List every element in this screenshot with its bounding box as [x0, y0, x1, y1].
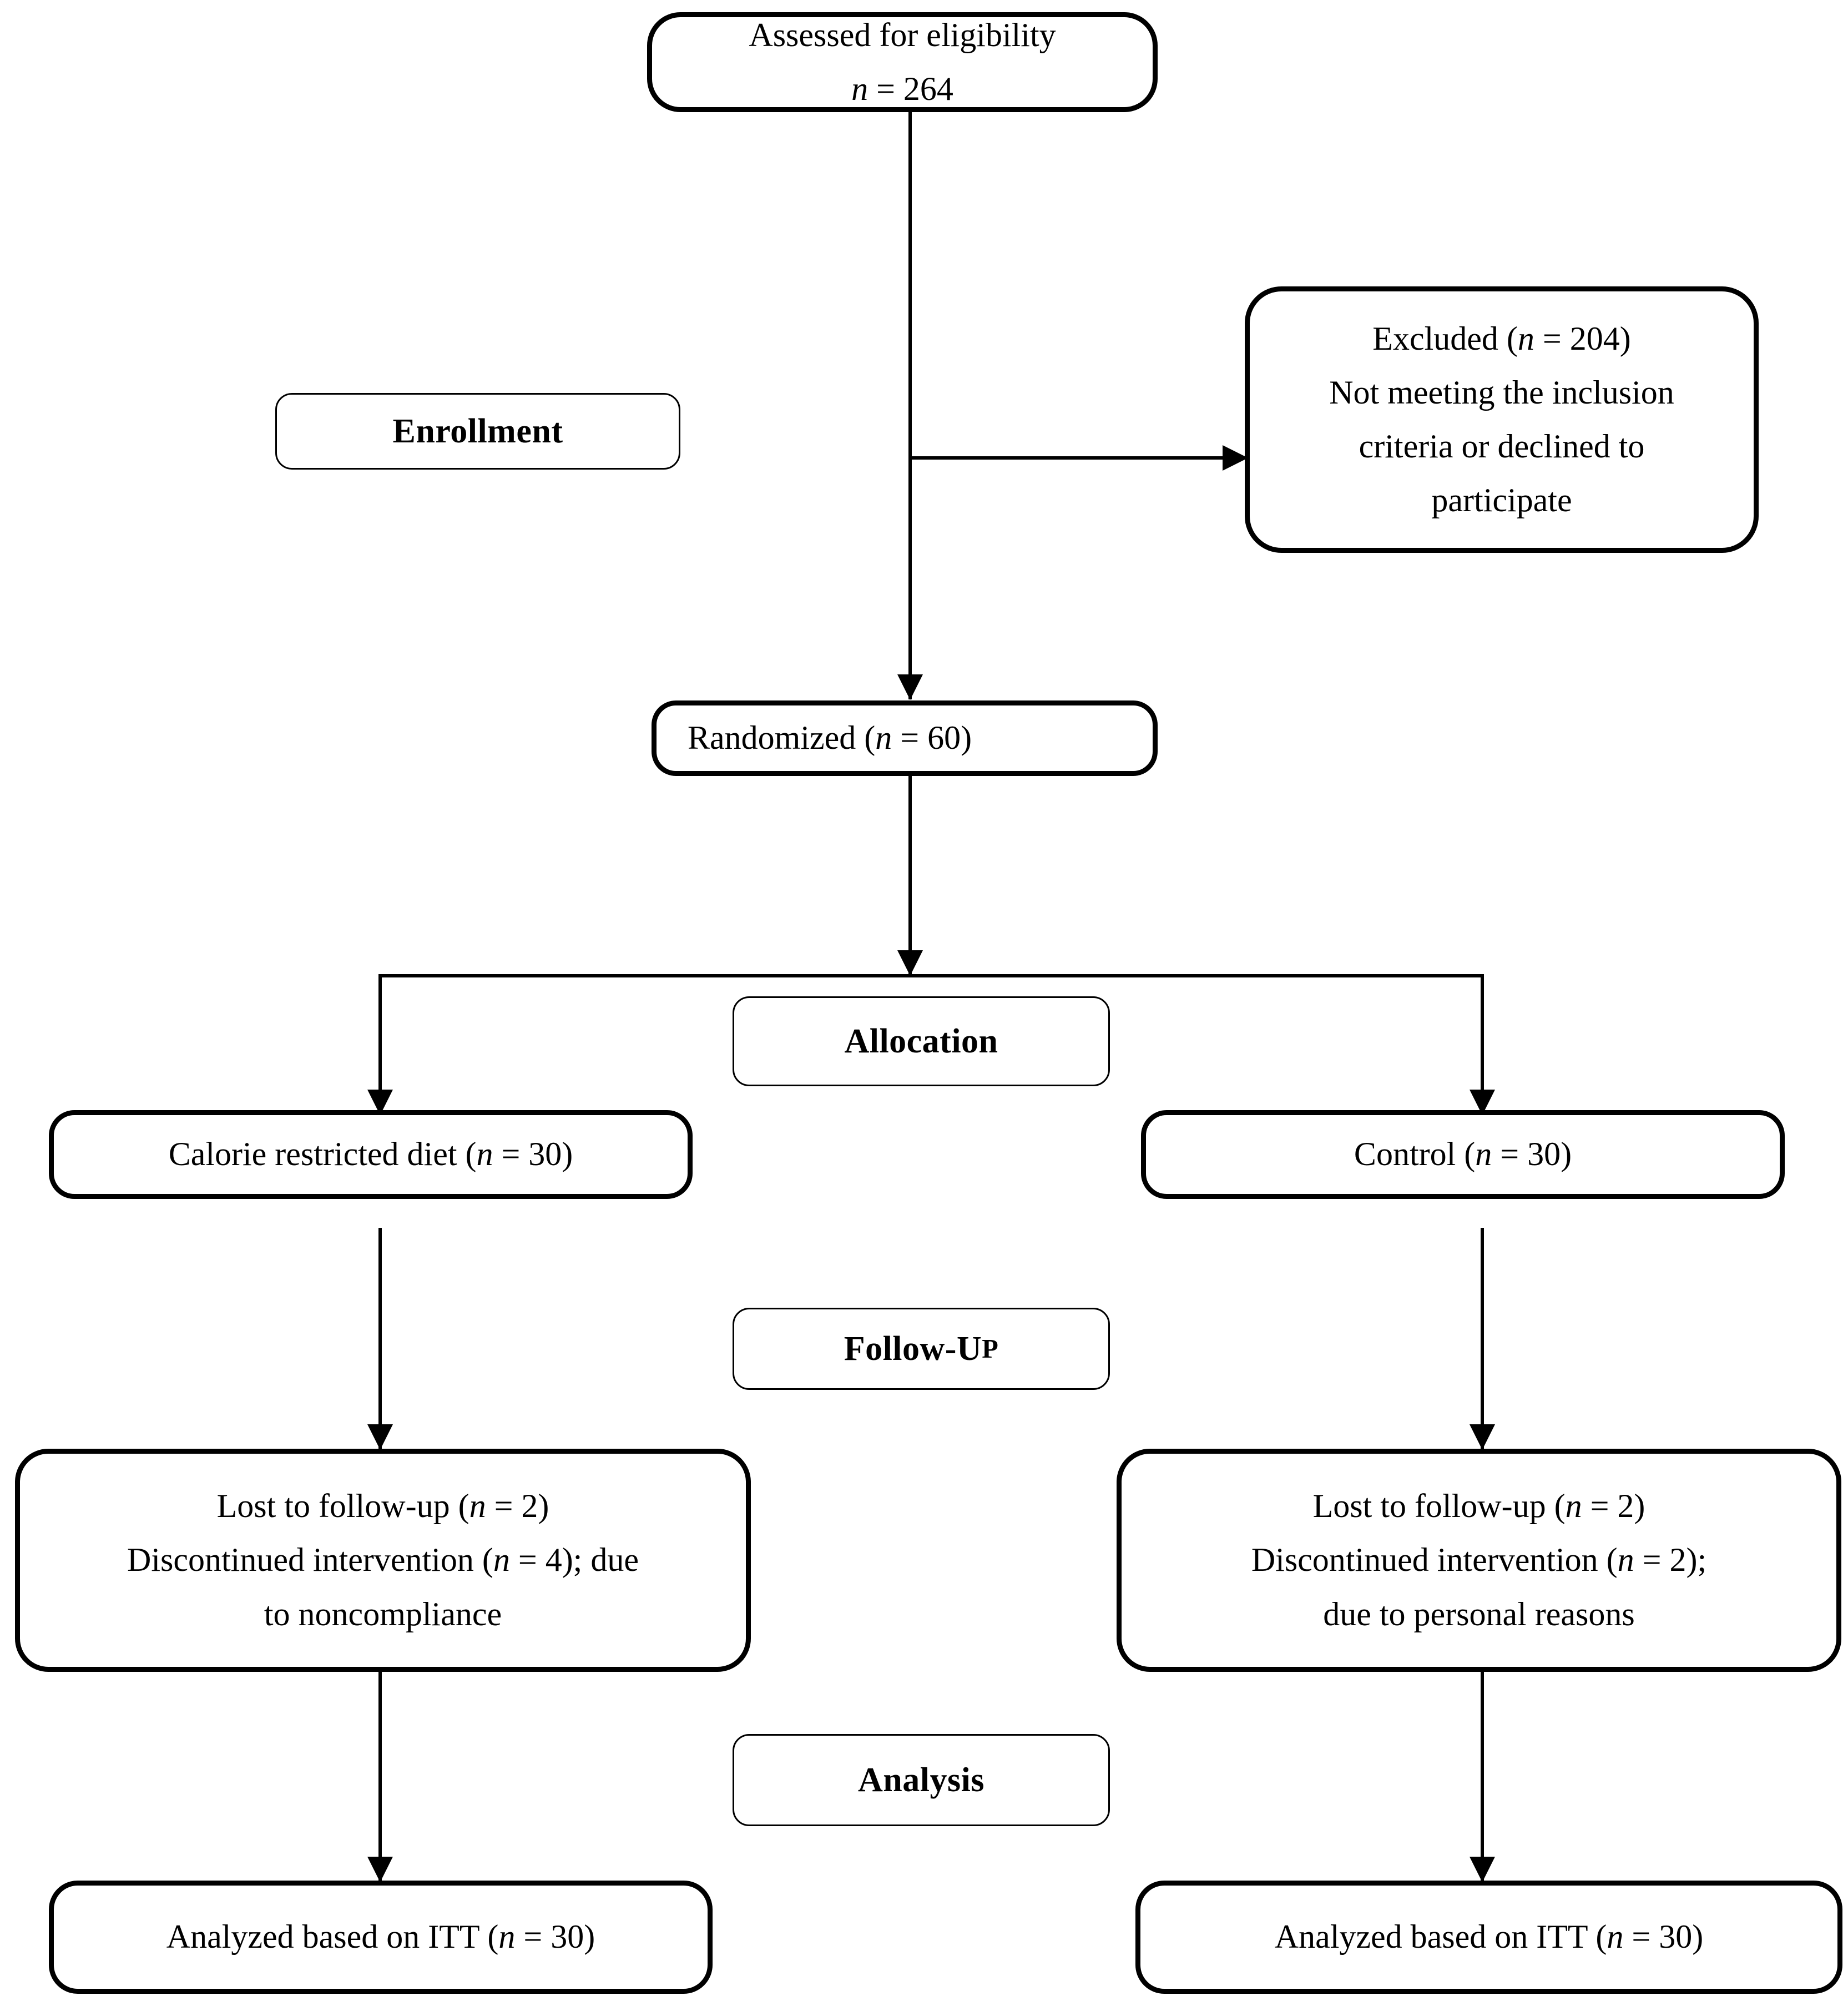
- followup-right-disc-n-value: = 2);: [1634, 1541, 1707, 1579]
- followup-right-lost-n-value: = 2): [1582, 1488, 1645, 1525]
- analyzed-right-line: Analyzed based on ITT (n = 30): [1275, 1910, 1704, 1964]
- excluded-label: Excluded (: [1372, 320, 1518, 357]
- followup-left-line-2: Discontinued intervention (n = 4); due: [127, 1533, 639, 1587]
- analyzed-right-n-symbol: n: [1607, 1918, 1624, 1955]
- followup-left-lost-label: Lost to follow-up (: [216, 1488, 469, 1525]
- analyzed-left-line: Analyzed based on ITT (n = 30): [166, 1910, 595, 1964]
- stage-label-enrollment: Enrollment: [275, 393, 680, 470]
- analyzed-left-n-value: = 30): [515, 1918, 595, 1955]
- alloc-right-n-symbol: n: [1475, 1136, 1492, 1173]
- followup-left-disc-label: Discontinued intervention (: [127, 1541, 493, 1579]
- node-followup-left: Lost to follow-up (n = 2) Discontinued i…: [15, 1449, 751, 1672]
- assessed-n-symbol: n: [851, 70, 869, 107]
- node-followup-right: Lost to follow-up (n = 2) Discontinued i…: [1117, 1449, 1841, 1672]
- stage-analysis-text: Analysis: [858, 1761, 984, 1799]
- followup-right-disc-n-symbol: n: [1617, 1541, 1634, 1579]
- followup-right-disc-label: Discontinued intervention (: [1251, 1541, 1618, 1579]
- assessed-line-2: n = 264: [851, 62, 953, 116]
- assessed-line-1: Assessed for eligibility: [749, 16, 1056, 53]
- node-excluded: Excluded (n = 204) Not meeting the inclu…: [1245, 286, 1759, 553]
- excluded-line-4: participate: [1431, 482, 1572, 519]
- connector-followup-right-to-analyzed-right: [1481, 1672, 1484, 1883]
- analyzed-left-n-symbol: n: [498, 1918, 516, 1955]
- followup-left-disc-n-value: = 4); due: [509, 1541, 639, 1579]
- arrowhead-to-excluded: [1223, 445, 1248, 471]
- assessed-n-value: = 264: [868, 70, 953, 107]
- allocation-bus-horizontal: [378, 974, 1484, 977]
- node-analyzed-left: Analyzed based on ITT (n = 30): [49, 1881, 713, 1994]
- followup-right-lost-label: Lost to follow-up (: [1312, 1488, 1566, 1525]
- node-analyzed-right: Analyzed based on ITT (n = 30): [1135, 1881, 1842, 1994]
- connector-assessed-to-randomized: [908, 109, 912, 699]
- analyzed-right-n-value: = 30): [1623, 1918, 1704, 1955]
- excluded-line-2: Not meeting the inclusion: [1329, 374, 1674, 411]
- excluded-n-symbol: n: [1517, 320, 1534, 357]
- arrowhead-to-analyzed-left: [367, 1857, 393, 1882]
- stage-followup-smallcap: p: [982, 1334, 999, 1364]
- stage-followup-text: Follow-U: [844, 1329, 982, 1368]
- node-allocation-calorie-restricted-diet: Calorie restricted diet (n = 30): [49, 1110, 693, 1199]
- alloc-left-line: Calorie restricted diet (n = 30): [169, 1127, 573, 1181]
- arrowhead-to-followup-left: [367, 1424, 393, 1450]
- node-assessed-for-eligibility: Assessed for eligibility n = 264: [647, 12, 1158, 112]
- followup-left-lost-n-symbol: n: [469, 1488, 486, 1525]
- randomized-n-symbol: n: [875, 719, 892, 757]
- excluded-n-value: = 204): [1534, 320, 1631, 357]
- followup-right-line-2: Discontinued intervention (n = 2);: [1251, 1533, 1706, 1587]
- excluded-line-3: criteria or declined to: [1359, 428, 1645, 465]
- connector-bus-to-alloc-right: [1481, 974, 1484, 1110]
- stage-label-analysis: Analysis: [733, 1734, 1110, 1826]
- alloc-right-n-value: = 30): [1492, 1136, 1572, 1173]
- alloc-left-n-value: = 30): [493, 1136, 573, 1173]
- followup-left-lost-n-value: = 2): [486, 1488, 549, 1525]
- arrowhead-to-randomized: [897, 674, 923, 700]
- alloc-left-n-symbol: n: [476, 1136, 493, 1173]
- followup-right-line-1: Lost to follow-up (n = 2): [1313, 1479, 1645, 1533]
- connector-followup-left-to-analyzed-left: [378, 1672, 382, 1883]
- randomized-n-value: = 60): [892, 719, 972, 757]
- connector-alloc-right-to-followup-right: [1481, 1228, 1484, 1450]
- node-randomized: Randomized (n = 60): [652, 700, 1158, 776]
- stage-label-follow-up: Follow-Up: [733, 1308, 1110, 1390]
- followup-right-lost-n-symbol: n: [1565, 1488, 1582, 1525]
- analyzed-right-label: Analyzed based on ITT (: [1274, 1918, 1607, 1955]
- node-allocation-control: Control (n = 30): [1141, 1110, 1785, 1199]
- arrowhead-to-allocation-bus: [897, 950, 923, 976]
- stage-allocation-text: Allocation: [844, 1022, 998, 1060]
- followup-right-line-3: due to personal reasons: [1323, 1595, 1635, 1632]
- arrowhead-to-followup-right: [1470, 1424, 1495, 1450]
- randomized-line: Randomized (n = 60): [688, 711, 972, 765]
- randomized-label: Randomized (: [688, 719, 876, 757]
- connector-randomized-down: [908, 776, 912, 975]
- arrowhead-to-analyzed-right: [1470, 1857, 1495, 1882]
- followup-left-disc-n-symbol: n: [493, 1541, 510, 1579]
- connector-alloc-left-to-followup-left: [378, 1228, 382, 1450]
- stage-label-allocation: Allocation: [733, 996, 1110, 1086]
- connector-to-excluded: [908, 456, 1246, 460]
- stage-enrollment-text: Enrollment: [392, 412, 563, 450]
- alloc-right-label: Control (: [1354, 1136, 1476, 1173]
- connector-bus-to-alloc-left: [378, 974, 382, 1110]
- alloc-left-label: Calorie restricted diet (: [168, 1136, 477, 1173]
- followup-left-line-3: to noncompliance: [264, 1595, 502, 1632]
- excluded-line-1: Excluded (n = 204): [1372, 312, 1630, 366]
- analyzed-left-label: Analyzed based on ITT (: [166, 1918, 499, 1955]
- alloc-right-line: Control (n = 30): [1354, 1127, 1572, 1181]
- followup-left-line-1: Lost to follow-up (n = 2): [217, 1479, 549, 1533]
